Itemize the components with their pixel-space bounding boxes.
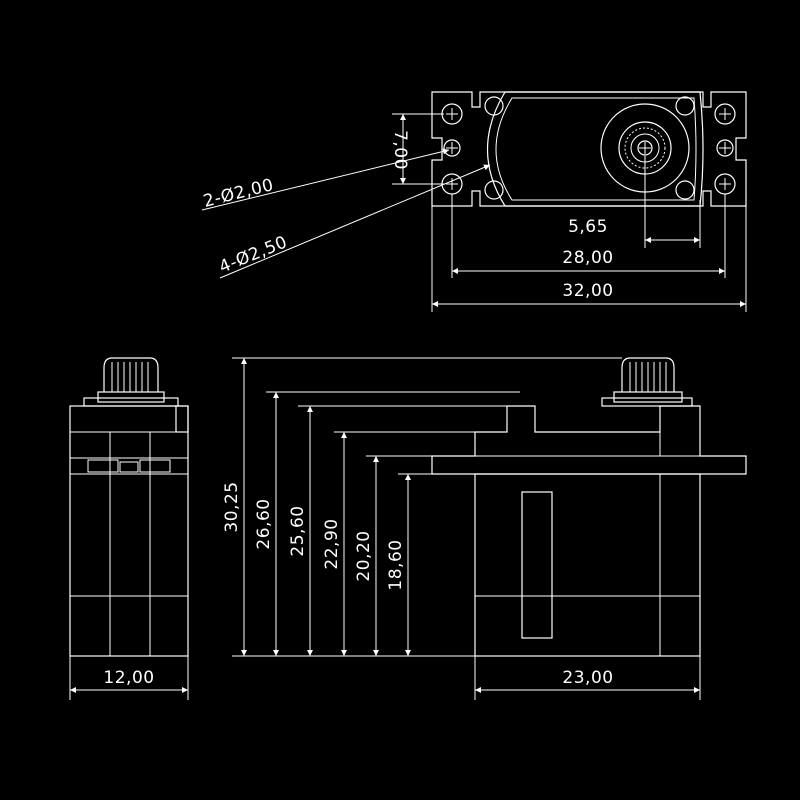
top-view-body-outline bbox=[486, 91, 704, 207]
top-view-mount-hole-5 bbox=[716, 139, 734, 157]
side-view: 12,00 bbox=[69, 357, 189, 700]
side-view-body bbox=[69, 405, 189, 657]
dim-mount-hole-small: 2-Ø2,00 bbox=[201, 175, 275, 212]
dim-shaft-offset: 5,65 bbox=[568, 217, 608, 237]
front-view-upper-case bbox=[431, 405, 747, 475]
dim-height-20-20: 20,20 bbox=[354, 530, 374, 581]
front-view-spline bbox=[621, 357, 675, 392]
dim-height-18-60: 18,60 bbox=[386, 539, 406, 590]
top-view-screw-1 bbox=[484, 96, 504, 116]
dim-body-width: 23,00 bbox=[562, 668, 613, 688]
dim-height-22-90: 22,90 bbox=[322, 518, 342, 569]
top-view-spline bbox=[624, 127, 666, 169]
top-view-screw-2 bbox=[484, 180, 504, 200]
top-view-screw-3 bbox=[675, 96, 695, 116]
front-view-label-slot bbox=[521, 491, 553, 639]
dim-height-26-60: 26,60 bbox=[254, 498, 274, 549]
top-view: 7,00 2-Ø2,00 4-Ø2,50 5,65 28,00 32,00 bbox=[201, 91, 747, 312]
dim-height-7: 7,00 bbox=[390, 130, 410, 170]
top-view-mount-hole-4 bbox=[714, 103, 736, 125]
dim-overall-width: 32,00 bbox=[562, 281, 613, 301]
dim-hole-spacing: 28,00 bbox=[562, 248, 613, 268]
front-view: 30,25 26,60 25,60 22,90 20,20 18,60 23,0… bbox=[222, 357, 747, 700]
side-view-spline bbox=[103, 357, 159, 392]
top-view-shaft bbox=[637, 140, 653, 156]
front-view-body bbox=[474, 473, 701, 657]
top-view-center-marks bbox=[446, 108, 731, 190]
top-view-mount-hole-2 bbox=[443, 139, 461, 157]
dim-height-25-60: 25,60 bbox=[288, 505, 308, 556]
top-view-flange-outline bbox=[431, 91, 747, 207]
dim-side-width: 12,00 bbox=[103, 668, 154, 688]
top-view-screw-4 bbox=[675, 180, 695, 200]
dim-overall-height: 30,25 bbox=[222, 481, 242, 532]
top-view-body-inner bbox=[495, 97, 697, 201]
dim-mount-hole-large: 4-Ø2,50 bbox=[216, 232, 290, 277]
